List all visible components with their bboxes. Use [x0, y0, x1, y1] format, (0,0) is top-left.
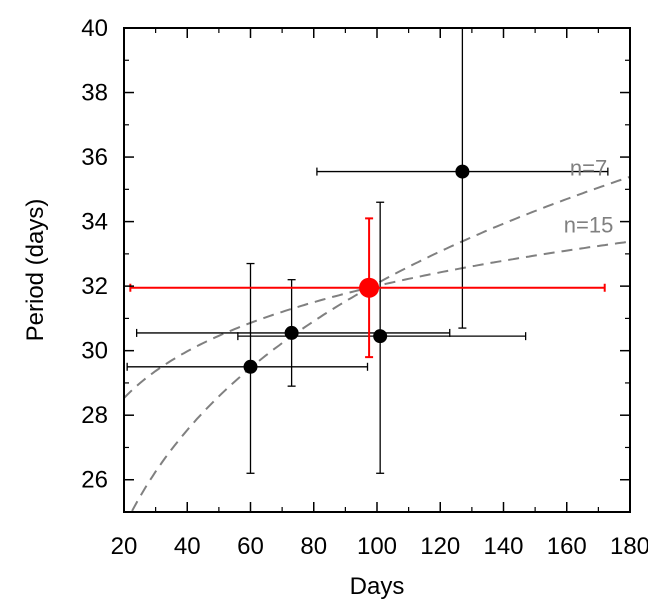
x-tick-label: 120: [420, 533, 460, 560]
x-tick-label: 60: [237, 533, 264, 560]
y-tick-label: 32: [81, 273, 108, 300]
curve-labels: n=7 n=15: [564, 155, 614, 237]
axis-ticks: [123, 27, 631, 513]
y-tick-label: 26: [81, 467, 108, 494]
x-axis-title: Days: [350, 573, 405, 600]
x-tick-label: 100: [357, 533, 397, 560]
y-tick-label: 40: [81, 15, 108, 42]
data-points: [243, 164, 470, 374]
y-tick-label: 38: [81, 80, 108, 107]
y-tick-labels: 26 28 30 32 34 36 38 40: [81, 15, 108, 494]
y-tick-label: 34: [81, 209, 108, 236]
x-tick-labels: 20 40 60 80 100 120 140 160 180: [111, 533, 648, 560]
error-bars: [126, 27, 609, 474]
x-tick-label: 160: [547, 533, 587, 560]
y-tick-label: 30: [81, 338, 108, 365]
x-tick-label: 80: [300, 533, 327, 560]
x-tick-label: 180: [610, 533, 648, 560]
x-tick-label: 40: [174, 533, 201, 560]
x-tick-label: 20: [111, 533, 138, 560]
y-tick-label: 36: [81, 144, 108, 171]
highlight-data-point: [359, 277, 380, 298]
data-point: [243, 359, 258, 374]
curve-label-n-7: n=7: [570, 155, 607, 180]
y-tick-label: 28: [81, 402, 108, 429]
data-point: [284, 325, 299, 340]
data-point: [373, 329, 388, 344]
curve-label-n-15: n=15: [564, 212, 614, 237]
curve-n-7: [130, 175, 630, 512]
model-curves: [124, 175, 630, 512]
x-tick-label: 140: [483, 533, 523, 560]
plot-frame: [123, 27, 631, 513]
data-point: [455, 164, 470, 179]
curve-n-15: [124, 240, 630, 399]
y-axis-title: Period (days): [22, 199, 49, 342]
